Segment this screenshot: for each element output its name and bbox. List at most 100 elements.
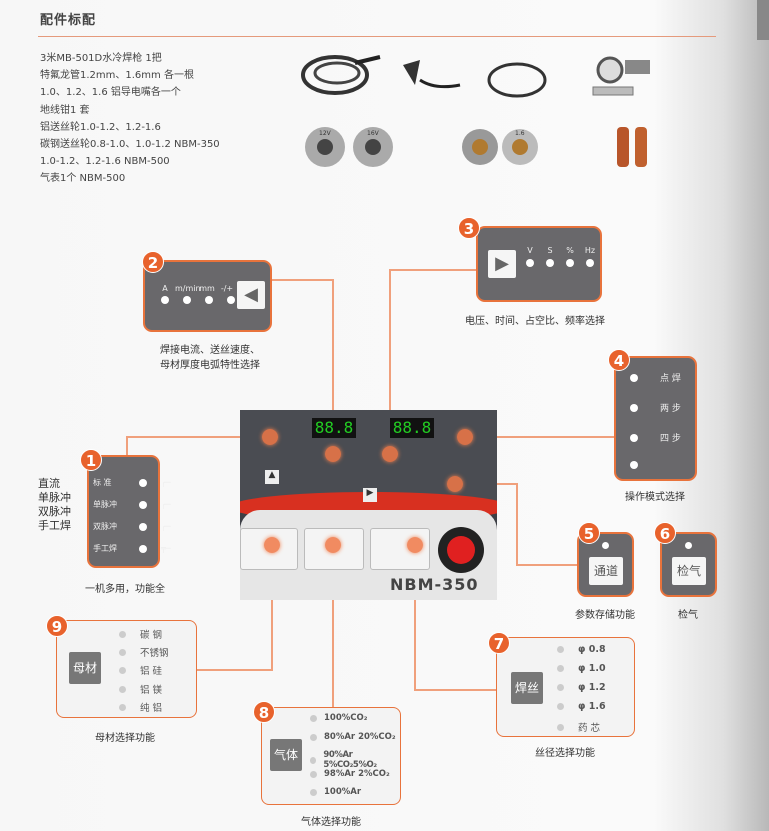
led [310,733,317,741]
led [139,522,147,531]
option-label: φ 0.8 [578,644,606,655]
mode-label: 单脉冲 [93,500,117,509]
side-label: 手工焊 [38,519,71,532]
led [227,296,235,304]
option-label: 药 芯 [578,723,601,734]
f3-caption: 电压、时间、占空比、频率选择 [465,316,605,327]
badge-5: 5 [578,522,600,544]
led [183,296,191,304]
base-material-panel: 母材 碳 钢 不锈钢 铝 硅 铝 镁 纯 铝 [56,620,197,718]
right-arrow-button[interactable]: ▶ [488,250,516,278]
f7-caption: 丝径选择功能 [535,748,595,759]
led [557,703,564,710]
badge-9: 9 [46,615,68,637]
gas-panel: 气体 100%CO₂ 80%Ar 20%CO₂ 90%Ar 5%CO₂5%O₂ … [261,707,401,805]
led [557,723,564,731]
option-label: 铝 镁 [140,685,163,696]
gas-check-button[interactable]: 检气 [672,557,706,585]
process-mode-panel: 标 准╭─ 单脉冲╭─ 双脉冲╭─ 手工焊╤─ [87,455,171,568]
badge-4: 4 [608,349,630,371]
display-right: 88.8 [390,418,434,438]
option-label: φ 1.2 [578,682,606,693]
channel-button[interactable]: 通道 [589,557,623,585]
option-label: 碳 钢 [140,630,163,641]
accessory-item: 1.0、1.2、1.6 铝导电嘴各一个 [40,87,181,99]
badge-2: 2 [142,251,164,273]
led [310,714,317,722]
accessory-item: 特氟龙管1.2mm、1.6mm 各一根 [40,70,194,82]
waveform-icon: ╭─ [161,522,171,531]
unit-label: mm [199,284,215,293]
led [557,665,564,672]
gas-button[interactable]: 气体 [270,739,302,771]
accessory-item: 3米MB-501D水冷焊枪 1把 [40,53,162,64]
mode-label: 点 焊 [660,374,681,384]
up-button[interactable]: ▲ [265,470,279,484]
gas-regulator-image [592,56,650,96]
led [566,259,574,267]
accessory-item: 1.0-1.2、1.2-1.6 NBM-500 [40,156,170,168]
led [119,703,126,711]
f1-side-list: 直流单脉冲双脉冲手工焊 [38,477,71,533]
f6-caption: 检气 [678,610,698,621]
led [630,461,638,469]
side-label: 单脉冲 [38,491,71,504]
unit-label: Hz [584,246,596,255]
led [546,259,554,267]
option-label: 80%Ar 20%CO₂ [324,732,396,742]
unit-label: V [527,246,533,255]
led [586,259,594,267]
option-label: 90%Ar 5%CO₂5%O₂ [323,750,377,770]
option-label: φ 1.6 [578,701,606,712]
unit-label: -/+ [220,284,234,293]
led [630,373,638,382]
badge-8: 8 [253,701,275,723]
gas-check-panel: 检气 [660,532,717,597]
mode-label: 两 步 [660,404,681,414]
badge-3: 3 [458,217,480,239]
left-arrow-button[interactable]: ◀ [237,281,265,309]
liner-coil-image [487,62,547,98]
roller-label: 12V [319,130,332,137]
led [310,756,317,764]
led [602,542,609,549]
mode-label: 手工焊 [93,544,117,553]
f5-caption: 参数存储功能 [575,610,635,621]
option-label: 100%Ar [324,787,362,797]
operation-mode-panel: 点 焊 两 步 四 步 [614,356,697,481]
control-knob[interactable] [438,527,484,573]
aluminum-roller-image: 1.6 [462,129,538,165]
led [685,542,692,549]
led [205,296,213,304]
led [557,684,564,691]
led [119,666,126,674]
led [526,259,534,267]
scroll-edge [757,0,769,40]
wire-button[interactable]: 焊丝 [511,672,543,704]
mode-label: 四 步 [660,434,681,444]
waveform-icon: ╤─ [161,544,171,553]
led [630,433,638,442]
led [630,403,638,412]
unit-label: S [547,246,553,255]
accessory-list: 3米MB-501D水冷焊枪 1把 特氟龙管1.2mm、1.6mm 各一根 1.0… [40,50,220,188]
caption-line: 母材厚度电弧特性选择 [160,360,260,371]
base-material-button[interactable]: 母材 [69,652,101,684]
led [119,630,126,638]
option-label: 铝 硅 [140,666,163,677]
led [119,648,126,656]
accessory-item: 碳钢送丝轮0.8-1.0、1.0-1.2 NBM-350 [40,139,220,151]
led [119,685,126,693]
play-button[interactable]: ▶ [363,488,377,502]
waveform-icon: ╭─ [161,500,171,509]
unit-label: A [162,284,168,293]
side-label: 双脉冲 [38,505,71,518]
side-label: 直流 [38,477,60,490]
mode-label: 双脉冲 [93,522,117,531]
badge-6: 6 [654,522,676,544]
ground-clamp-image [403,60,461,89]
